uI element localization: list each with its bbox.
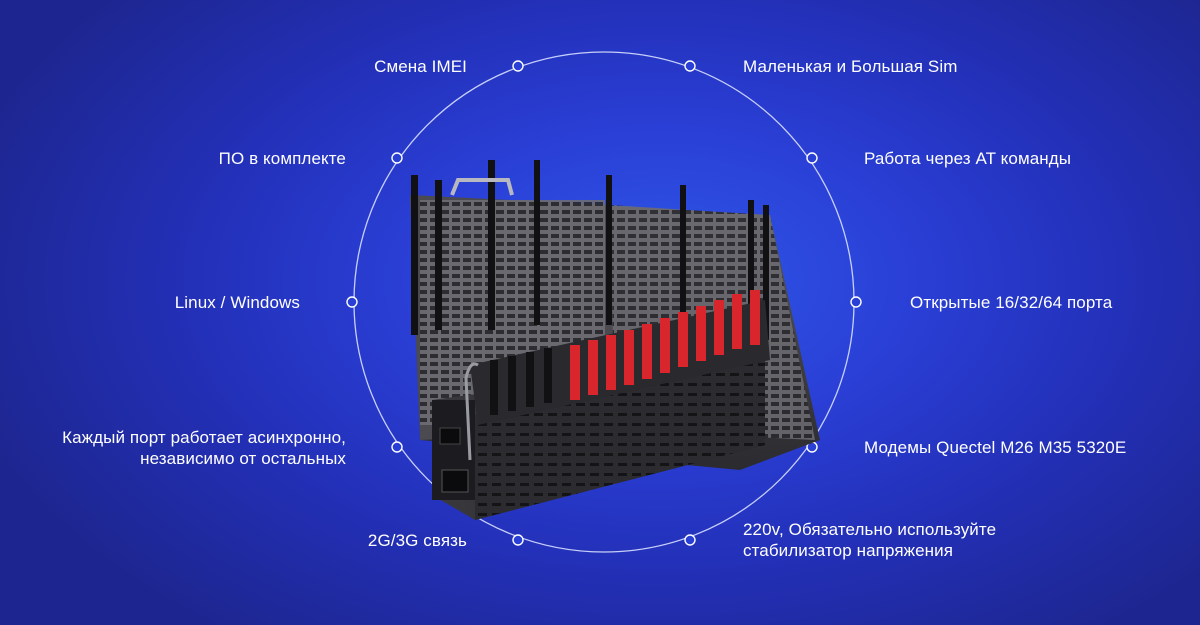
feature-software: ПО в комплекте xyxy=(218,149,346,168)
feature-modems: Модемы Quectel M26 M35 5320E xyxy=(864,438,1127,457)
feature-async-line1: Каждый порт работает асинхронно, xyxy=(62,428,346,447)
feature-power-line2: стабилизатор напряжения xyxy=(743,541,954,560)
dot-async xyxy=(391,441,403,453)
feature-power: 220v, Обязательно используйте стабилизат… xyxy=(743,519,996,561)
dot-power xyxy=(684,534,696,546)
dot-os xyxy=(346,296,358,308)
feature-imei: Смена IMEI xyxy=(374,57,467,76)
feature-async-line2: независимо от остальных xyxy=(140,449,346,468)
feature-os: Linux / Windows xyxy=(174,293,300,312)
dot-sim xyxy=(684,60,696,72)
antennas xyxy=(411,160,769,340)
feature-network: 2G/3G связь xyxy=(367,531,467,550)
ring-dots xyxy=(346,60,862,546)
feature-async: Каждый порт работает асинхронно, независ… xyxy=(62,427,346,469)
dot-network xyxy=(512,534,524,546)
feature-sim-size: Маленькая и Большая Sim xyxy=(743,57,958,76)
feature-ports: Открытые 16/32/64 порта xyxy=(910,293,1113,312)
sim-cards-dark xyxy=(490,348,552,415)
dot-ports xyxy=(850,296,862,308)
dot-software xyxy=(391,152,403,164)
dot-at xyxy=(806,152,818,164)
feature-power-line1: 220v, Обязательно используйте xyxy=(743,520,997,539)
feature-at-commands: Работа через AT команды xyxy=(864,149,1072,168)
sim-cards-red xyxy=(570,290,760,400)
dot-imei xyxy=(512,60,524,72)
